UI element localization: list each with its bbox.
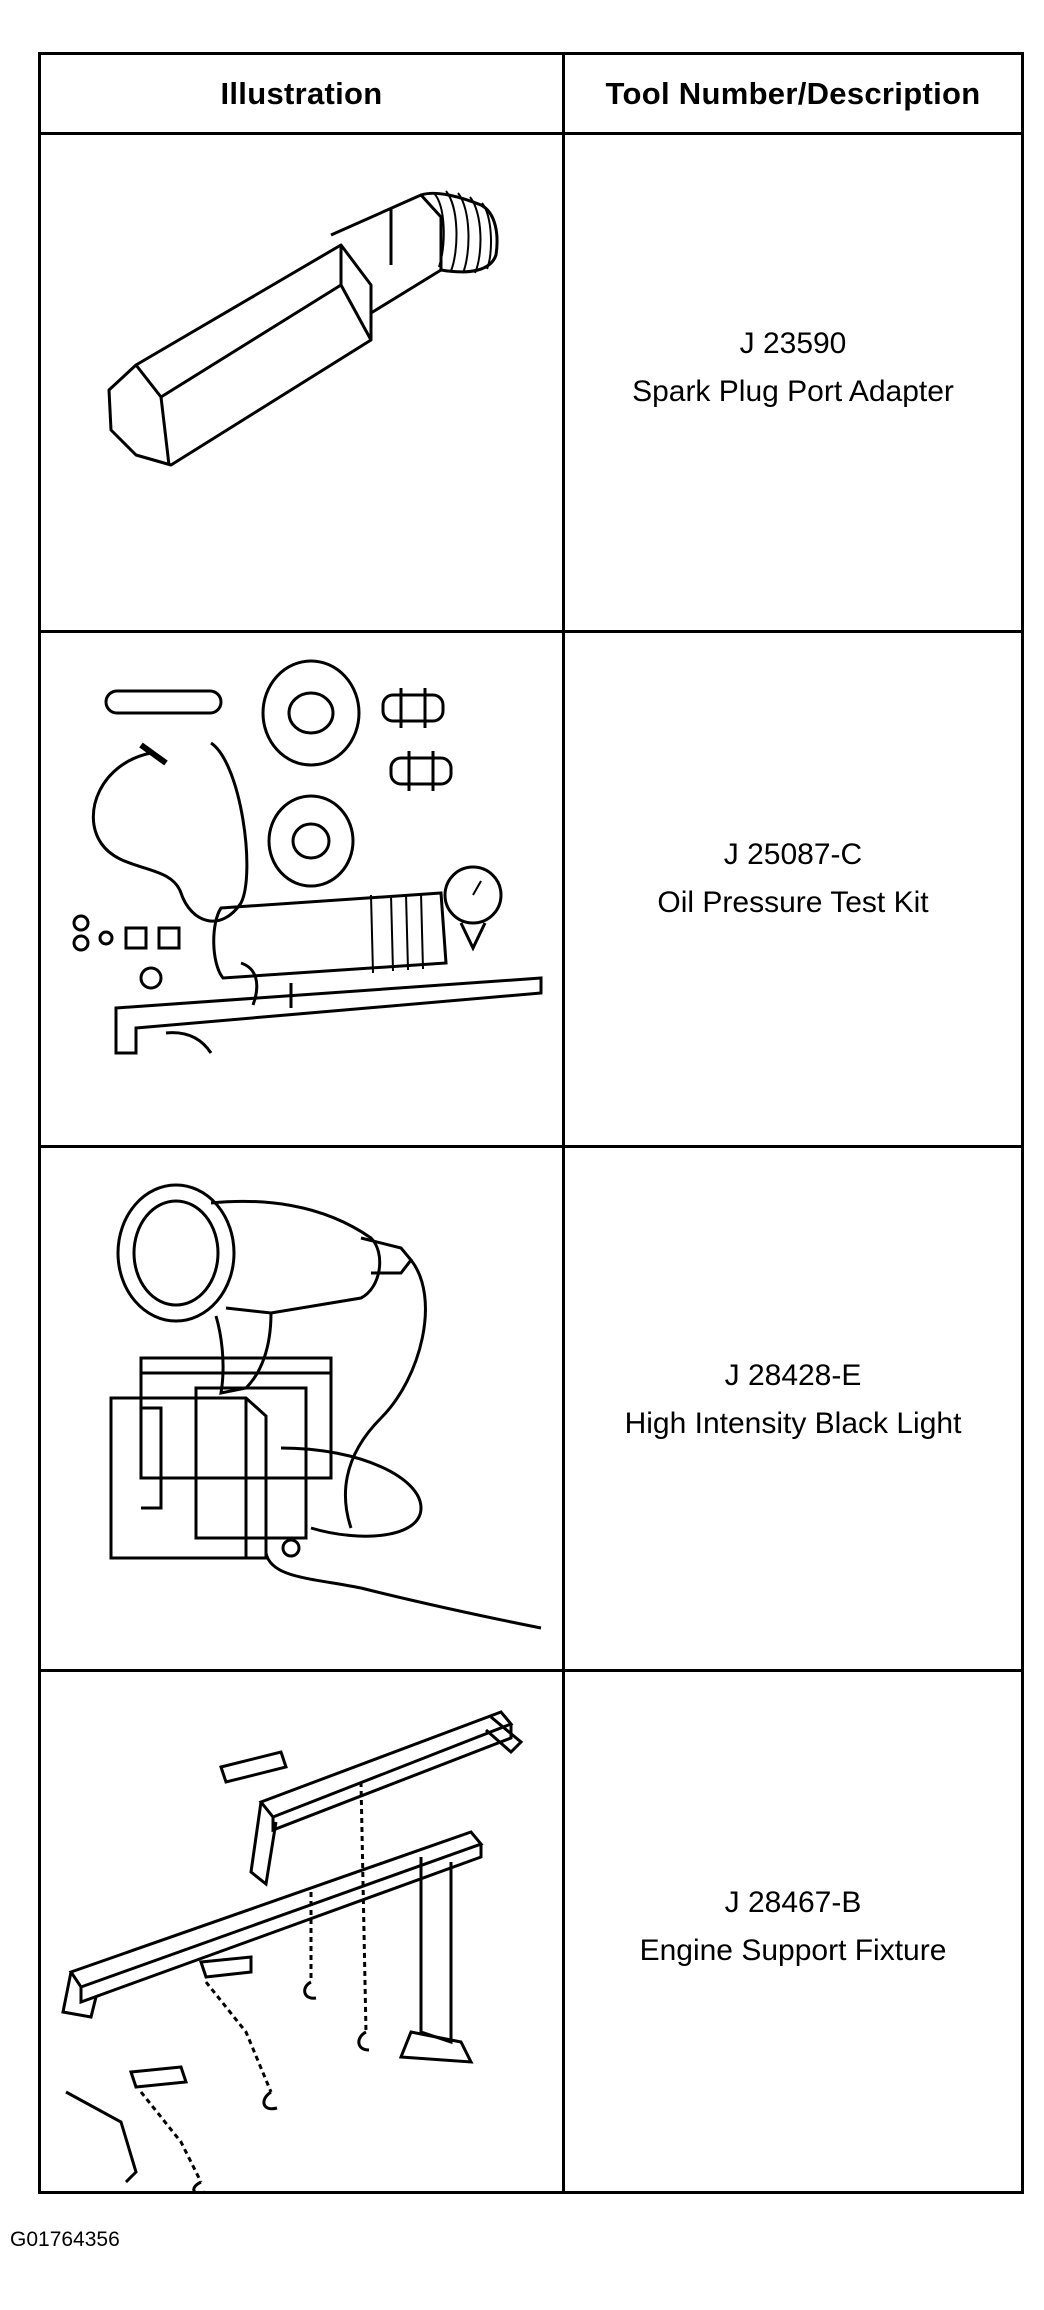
oil-pressure-test-kit-icon <box>41 633 562 1145</box>
row-divider <box>41 132 1021 135</box>
tool-name: Spark Plug Port Adapter <box>632 375 954 408</box>
tool-description: J 28428-E High Intensity Black Light <box>565 1352 1021 1448</box>
header-tool-number: Tool Number/Description <box>605 75 981 111</box>
tool-number: J 28467-B <box>724 1886 862 1919</box>
tool-description: J 23590 Spark Plug Port Adapter <box>565 320 1021 416</box>
tool-name: High Intensity Black Light <box>624 1407 962 1440</box>
engine-support-fixture-icon <box>41 1672 562 2195</box>
tool-description: J 28467-B Engine Support Fixture <box>565 1879 1021 1975</box>
tool-number: J 28428-E <box>724 1359 862 1392</box>
column-divider <box>562 55 565 2191</box>
row-divider <box>41 1145 1021 1148</box>
tool-description: J 25087-C Oil Pressure Test Kit <box>565 831 1021 927</box>
spark-plug-port-adapter-icon <box>41 135 562 630</box>
header-illustration: Illustration <box>220 75 383 111</box>
row-divider <box>41 1669 1021 1672</box>
row-divider <box>41 630 1021 633</box>
tool-name: Oil Pressure Test Kit <box>657 886 929 919</box>
tool-table: Illustration Tool Number/Description J 2… <box>38 52 1024 2195</box>
black-light-icon <box>41 1148 562 1669</box>
tool-number: J 23590 <box>739 327 847 360</box>
tool-number: J 25087-C <box>723 838 863 871</box>
tool-name: Engine Support Fixture <box>639 1934 947 1967</box>
figure-id: G01764356 <box>10 2228 120 2251</box>
